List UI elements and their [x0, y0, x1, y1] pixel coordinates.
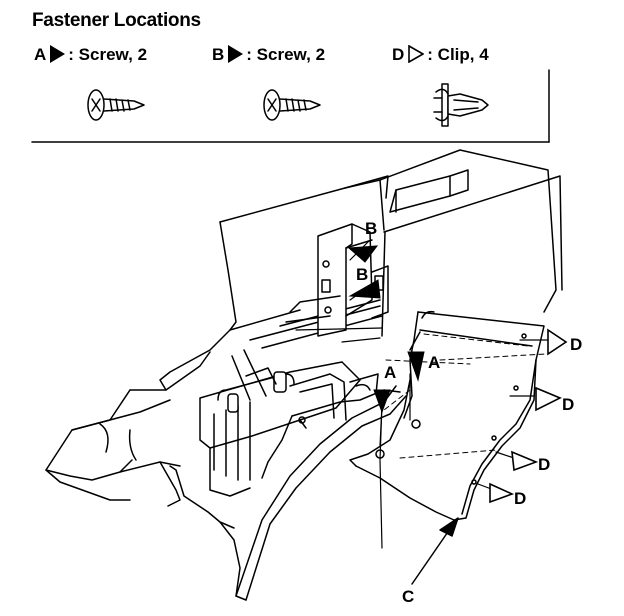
- clip-d-marker-3: [511, 450, 539, 472]
- clip-d-marker-4: [489, 482, 515, 504]
- legend-item-d: D : Clip, 4: [392, 45, 489, 65]
- callout-a-right: A: [428, 353, 440, 372]
- legend-text: : Screw, 2: [246, 45, 326, 64]
- clip-markers: [489, 328, 568, 504]
- callout-b-lower: B: [356, 265, 368, 284]
- hollow-triangle-icon: [408, 45, 425, 63]
- screw-a-marker-left: [373, 389, 391, 414]
- filled-triangle-icon: [228, 45, 244, 63]
- mounting-bracket: [285, 223, 389, 337]
- legend-letter: A: [34, 45, 47, 64]
- callout-d-2: D: [562, 395, 574, 414]
- legend-heading: Fastener Locations: [32, 10, 201, 31]
- legend-text: : Clip, 4: [427, 45, 489, 64]
- screw-b-marker-upper: [347, 245, 379, 263]
- clip-d-marker-2: [535, 386, 562, 412]
- legend-item-a: A : Screw, 2: [34, 45, 147, 65]
- screw-icon: [87, 89, 145, 121]
- callout-c: C: [402, 587, 414, 606]
- lower-cover-c: [349, 310, 545, 521]
- screw-b-marker-lower: [348, 279, 381, 299]
- clip-icon: [433, 83, 489, 127]
- legend-item-b: B : Screw, 2: [212, 45, 325, 65]
- callout-b-upper: B: [365, 219, 377, 238]
- legend-frame: [31, 69, 550, 143]
- filled-triangle-icon: [50, 45, 66, 63]
- callout-d-1: D: [570, 335, 582, 354]
- hidden-guide-lines: [383, 333, 547, 459]
- callout-labels: B B A A D D D D C: [356, 219, 582, 606]
- screw-icon: [263, 89, 321, 121]
- shift-lever-base: [199, 349, 379, 497]
- screw-a-marker-right: [407, 351, 425, 382]
- callout-d-3: D: [538, 455, 550, 474]
- legend-text: : Screw, 2: [68, 45, 148, 64]
- legend-letter: D: [392, 45, 405, 64]
- callout-d-4: D: [514, 489, 526, 508]
- callout-c-arrow: [411, 517, 459, 585]
- clip-d-marker-1: [547, 328, 568, 356]
- left-side-panel: [45, 351, 211, 507]
- screw-markers: [347, 245, 425, 414]
- legend-letter: B: [212, 45, 225, 64]
- callout-a-left: A: [384, 363, 396, 382]
